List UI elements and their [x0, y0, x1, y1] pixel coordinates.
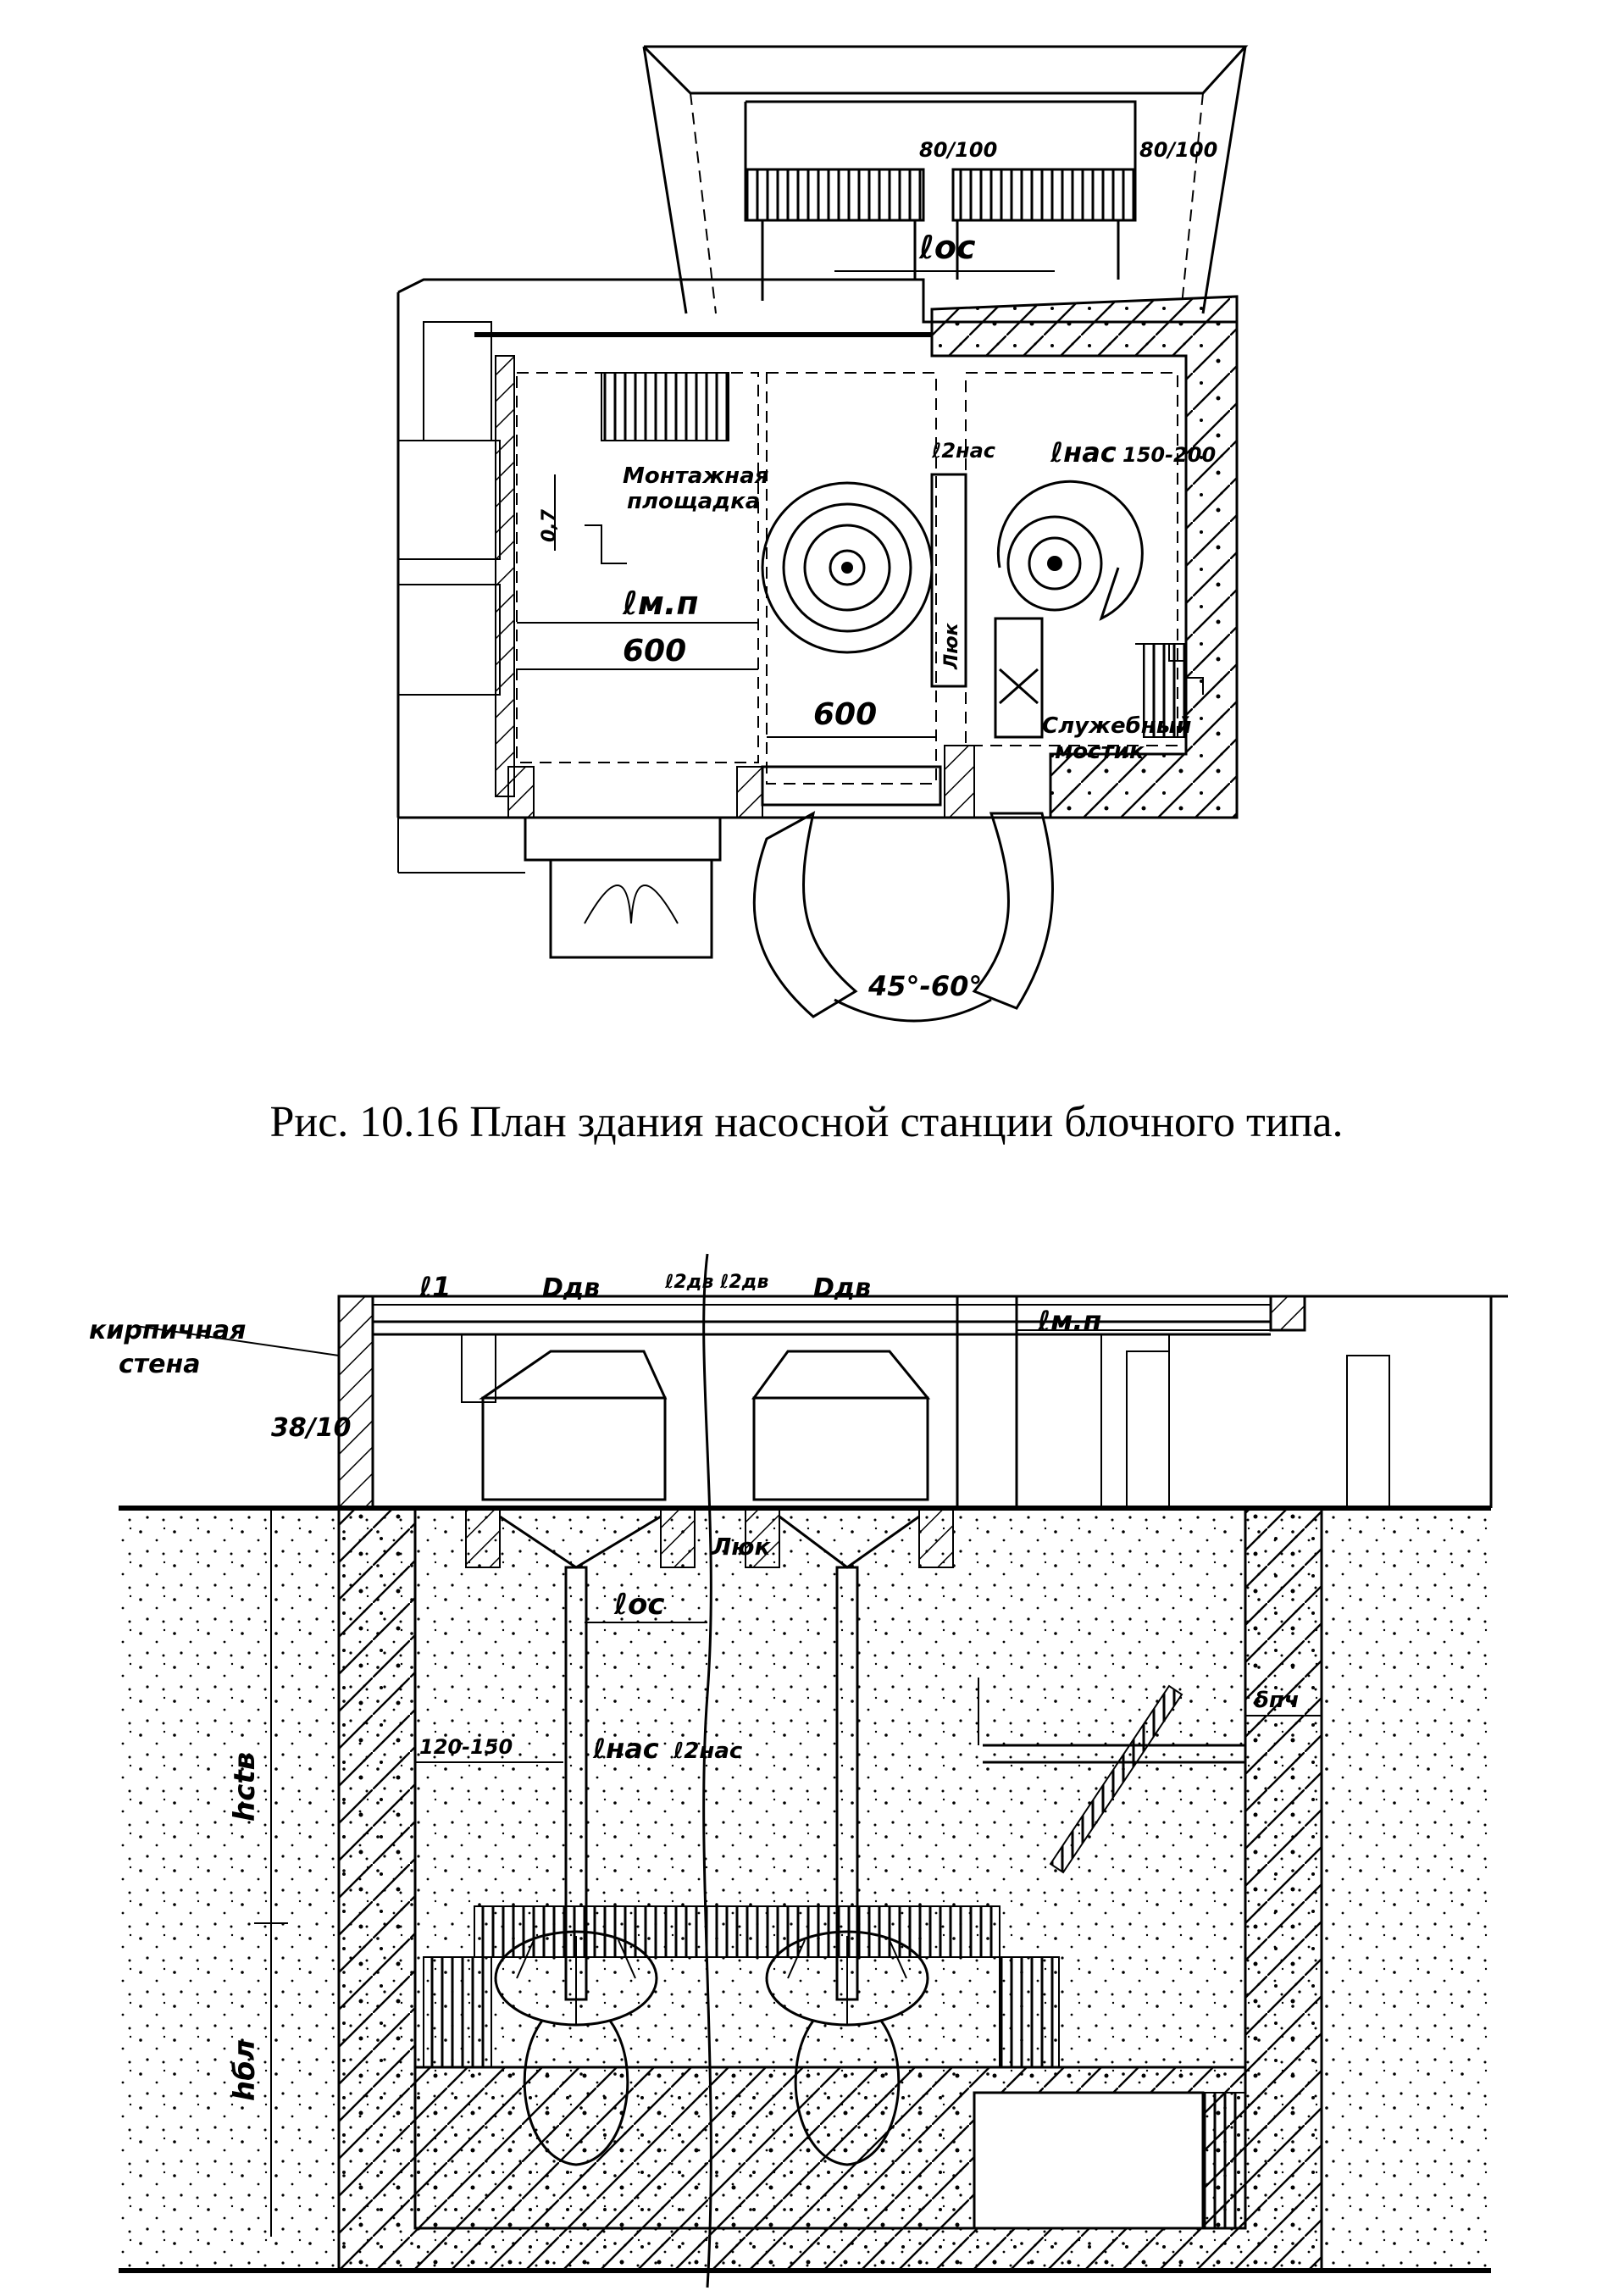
- section-dim-ddv-1: Dдв: [542, 1273, 600, 1303]
- section-dim-delta: δпч: [1254, 1688, 1300, 1713]
- pump-left-section: [494, 1930, 658, 2166]
- left-wall-hatch: [495, 355, 515, 797]
- brick-wall: [337, 1295, 374, 1510]
- intake-right-wall: [1201, 46, 1247, 314]
- plan-dim-150-200: 150-200: [1122, 443, 1216, 467]
- section-label-stena: стена: [119, 1350, 201, 1379]
- section-dim-lmp: ℓм.п: [1037, 1305, 1102, 1337]
- discharge-pipe-right: [972, 812, 1054, 1010]
- plan-dim-angle: 45°-60°: [867, 970, 982, 1002]
- section-dim-l2dv-1: ℓ2дв: [664, 1272, 713, 1293]
- intake-left-wall: [642, 46, 688, 314]
- plan-dim-600-left: 600: [623, 634, 686, 668]
- section-dim-loc: ℓос: [613, 1588, 665, 1622]
- figure-caption: Рис. 10.16 План здания насосной станции …: [269, 1098, 1344, 1146]
- section-dim-l2nas: ℓ2нас: [673, 1739, 743, 1764]
- staircase: [1049, 1684, 1183, 1874]
- section-dim-l2dv-2: ℓ2дв: [719, 1272, 768, 1293]
- stair-block: [601, 372, 729, 441]
- section-label-kirpichnaya: кирпичная: [89, 1316, 246, 1345]
- pump-right-section: [765, 1930, 929, 2166]
- section-dim-ddv-2: Dдв: [813, 1273, 871, 1303]
- collector-gallery: [973, 2091, 1205, 2230]
- plan-dim-lyuk: Люк: [941, 622, 962, 670]
- plan-view: [396, 45, 1249, 1023]
- motor-right: [751, 1350, 931, 1501]
- plan-dim-80-100-b: 80/100: [1139, 138, 1217, 162]
- plan-dim-600-right: 600: [813, 697, 877, 732]
- plan-dim-lmp: ℓм.п: [622, 585, 699, 622]
- chamber-walls: [337, 1506, 1323, 2272]
- break-line: [702, 1253, 712, 2288]
- right-wall-concrete: [930, 295, 1239, 819]
- section-dim-lyuk: Люк: [711, 1533, 771, 1561]
- plan-dim-lnas: ℓнас: [1050, 436, 1117, 469]
- angle-arc: [834, 998, 992, 1023]
- discharge-pipe-left: [752, 811, 858, 1018]
- section-dim-hbl: hбл: [228, 2039, 262, 2101]
- section-dim-lnas: ℓнас: [592, 1733, 659, 1765]
- pump-right-plan: [996, 480, 1144, 621]
- section-dim-hsb: hсtв: [228, 1752, 262, 1822]
- plan-dim-07: 0,7: [539, 508, 560, 542]
- section-dim-l1: ℓ1: [418, 1271, 451, 1303]
- plan-label-sluzhebny: Служебный: [1042, 713, 1191, 739]
- plan-label-ploshchadka: площадка: [627, 489, 760, 514]
- pump-left-plan: [761, 481, 934, 654]
- screen-left: [744, 168, 925, 222]
- plan-dim-loc: ℓос: [918, 229, 976, 266]
- screen-right: [951, 168, 1137, 222]
- section-dim-120-150: 120-150: [419, 1735, 513, 1759]
- plan-label-mostik: мостик: [1055, 739, 1145, 764]
- plan-label-montazh: Монтажная: [623, 463, 768, 489]
- intake-chamber-top: [642, 45, 1249, 95]
- motor-left: [479, 1350, 668, 1501]
- section-view: [119, 1253, 1508, 2288]
- plan-dim-l2nas: ℓ2нас: [931, 439, 995, 463]
- plan-dim-80-100-a: 80/100: [919, 138, 997, 162]
- section-dim-38-10: 38/10: [271, 1413, 351, 1443]
